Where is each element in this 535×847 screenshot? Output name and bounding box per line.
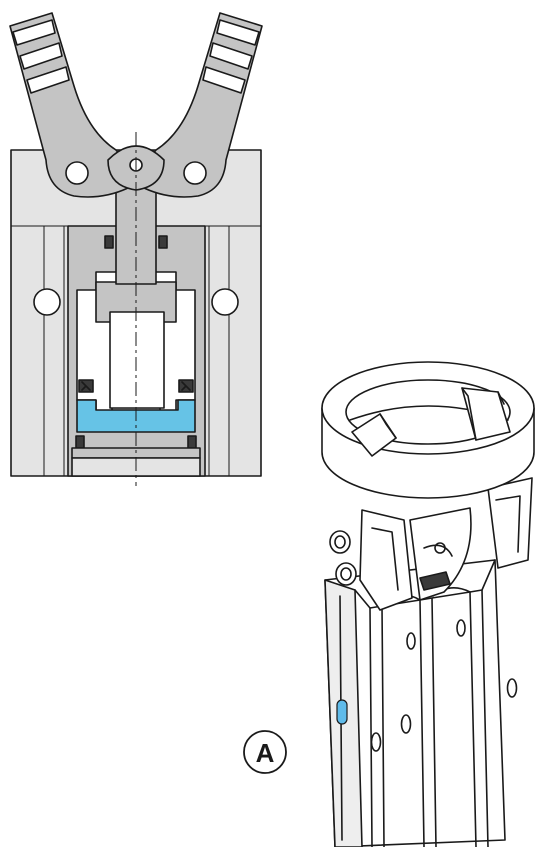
iso-fitting-upper bbox=[329, 530, 351, 554]
jaw-right-pivot bbox=[183, 161, 207, 185]
seal-left-lower bbox=[75, 435, 85, 449]
iso-jaw-left bbox=[359, 509, 413, 611]
iso-jaw-right bbox=[487, 477, 533, 569]
gripper-cross-section bbox=[9, 12, 263, 486]
callout-label: A bbox=[256, 738, 275, 768]
callout-circle bbox=[243, 730, 287, 774]
iso-hole-3 bbox=[406, 632, 416, 650]
iso-fitting-lower bbox=[335, 562, 357, 586]
gripper-isometric: A bbox=[243, 361, 535, 847]
iso-hole-4 bbox=[456, 619, 466, 637]
mount-hole-left bbox=[33, 288, 61, 316]
mount-hole-right bbox=[211, 288, 239, 316]
iso-hole-1 bbox=[370, 732, 382, 752]
iso-hole-5 bbox=[506, 678, 518, 698]
jaw-left-pivot bbox=[65, 161, 89, 185]
seal-right-lower bbox=[187, 435, 197, 449]
rod-seal-right bbox=[158, 235, 168, 249]
iso-port-blue bbox=[336, 699, 348, 725]
iso-hole-2 bbox=[400, 714, 412, 734]
rod-seal-left bbox=[104, 235, 114, 249]
piston-window bbox=[109, 311, 165, 409]
